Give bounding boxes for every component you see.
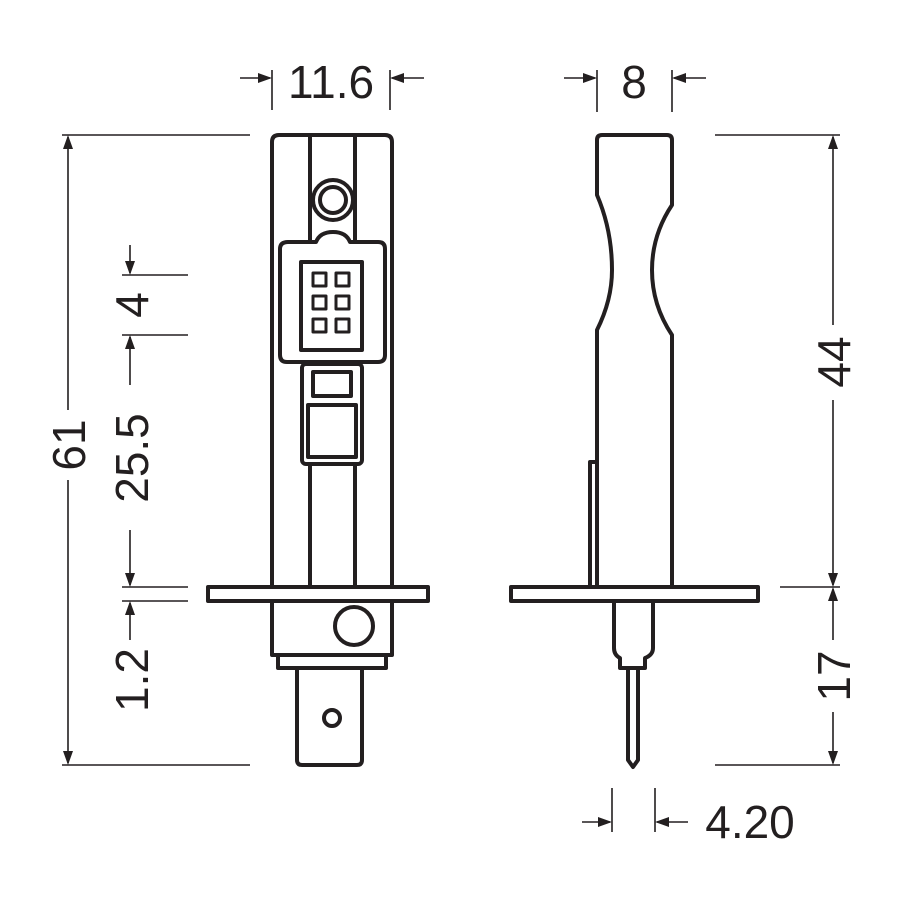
- flange: [206, 585, 430, 603]
- side-pin: [626, 668, 640, 769]
- side-body: [595, 133, 674, 587]
- side-view-bulb: [509, 133, 760, 769]
- side-flange: [509, 585, 760, 603]
- width-label-8: 8: [621, 56, 647, 108]
- connector-hole: [322, 708, 342, 728]
- dimension-lines: [62, 70, 840, 832]
- height-label-17: 17: [808, 650, 860, 701]
- height-label-61: 61: [43, 419, 95, 470]
- led-module: [278, 230, 387, 364]
- height-label-4: 4: [106, 292, 158, 318]
- driver-large-window: [306, 403, 358, 459]
- dimension-labels: 11.6 8 61 4 25.5 1.2 44 17 4.20: [43, 56, 860, 848]
- led-chips: [311, 271, 351, 334]
- top-circle-inner: [318, 185, 348, 215]
- driver-small-window: [311, 370, 353, 398]
- width-label-11-6: 11.6: [288, 56, 374, 108]
- side-step: [588, 460, 597, 587]
- driver-housing: [300, 362, 364, 466]
- base-circle: [333, 605, 375, 647]
- side-stem: [612, 601, 655, 670]
- pin-width-label-4-20: 4.20: [705, 796, 795, 848]
- height-label-44: 44: [808, 336, 860, 387]
- height-label-25-5: 25.5: [106, 413, 158, 503]
- connector-tab: [295, 668, 364, 767]
- led-chip-frame: [299, 260, 364, 352]
- front-view-bulb: [206, 133, 430, 767]
- bulb-body: [270, 133, 394, 657]
- top-circle: [311, 178, 355, 222]
- height-label-1-2: 1.2: [106, 648, 158, 712]
- base-collar: [276, 653, 388, 670]
